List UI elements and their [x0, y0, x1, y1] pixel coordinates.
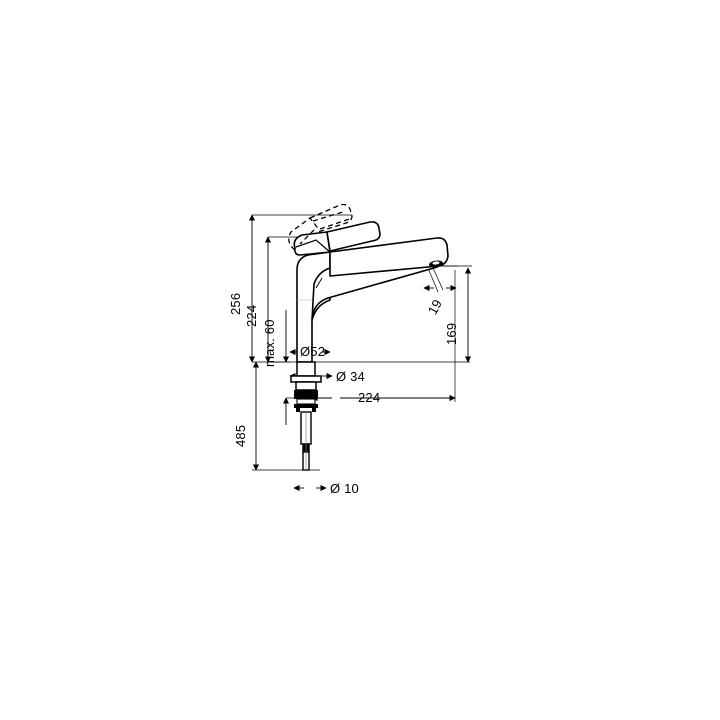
- aerator-tip: [429, 260, 443, 268]
- cartridge-housing-block: [294, 390, 318, 412]
- dimension-label-shank-diameter: Ø 34: [336, 369, 365, 384]
- dimension-label-total-height: 256: [228, 292, 243, 315]
- lever-cap-shading: [295, 239, 331, 253]
- dimension-label-reach: 224: [358, 390, 381, 405]
- dimension-label-aerator-height: 169: [444, 322, 459, 345]
- base-collar: [296, 361, 316, 377]
- dimension-label-supply-height: 485: [233, 424, 248, 447]
- lever-open-position-dashed: [288, 203, 353, 251]
- dimension-label-base-diameter: Ø52: [300, 344, 326, 359]
- lever-handle: [293, 221, 381, 256]
- dimension-label-spout-height: 224: [244, 304, 259, 327]
- dimension-label-supply-diameter: Ø 10: [330, 481, 359, 496]
- body-detail-line: [315, 277, 323, 289]
- mounting-flange: [290, 375, 322, 391]
- dimension-label-max-counter-thickness: max. 60: [262, 319, 277, 367]
